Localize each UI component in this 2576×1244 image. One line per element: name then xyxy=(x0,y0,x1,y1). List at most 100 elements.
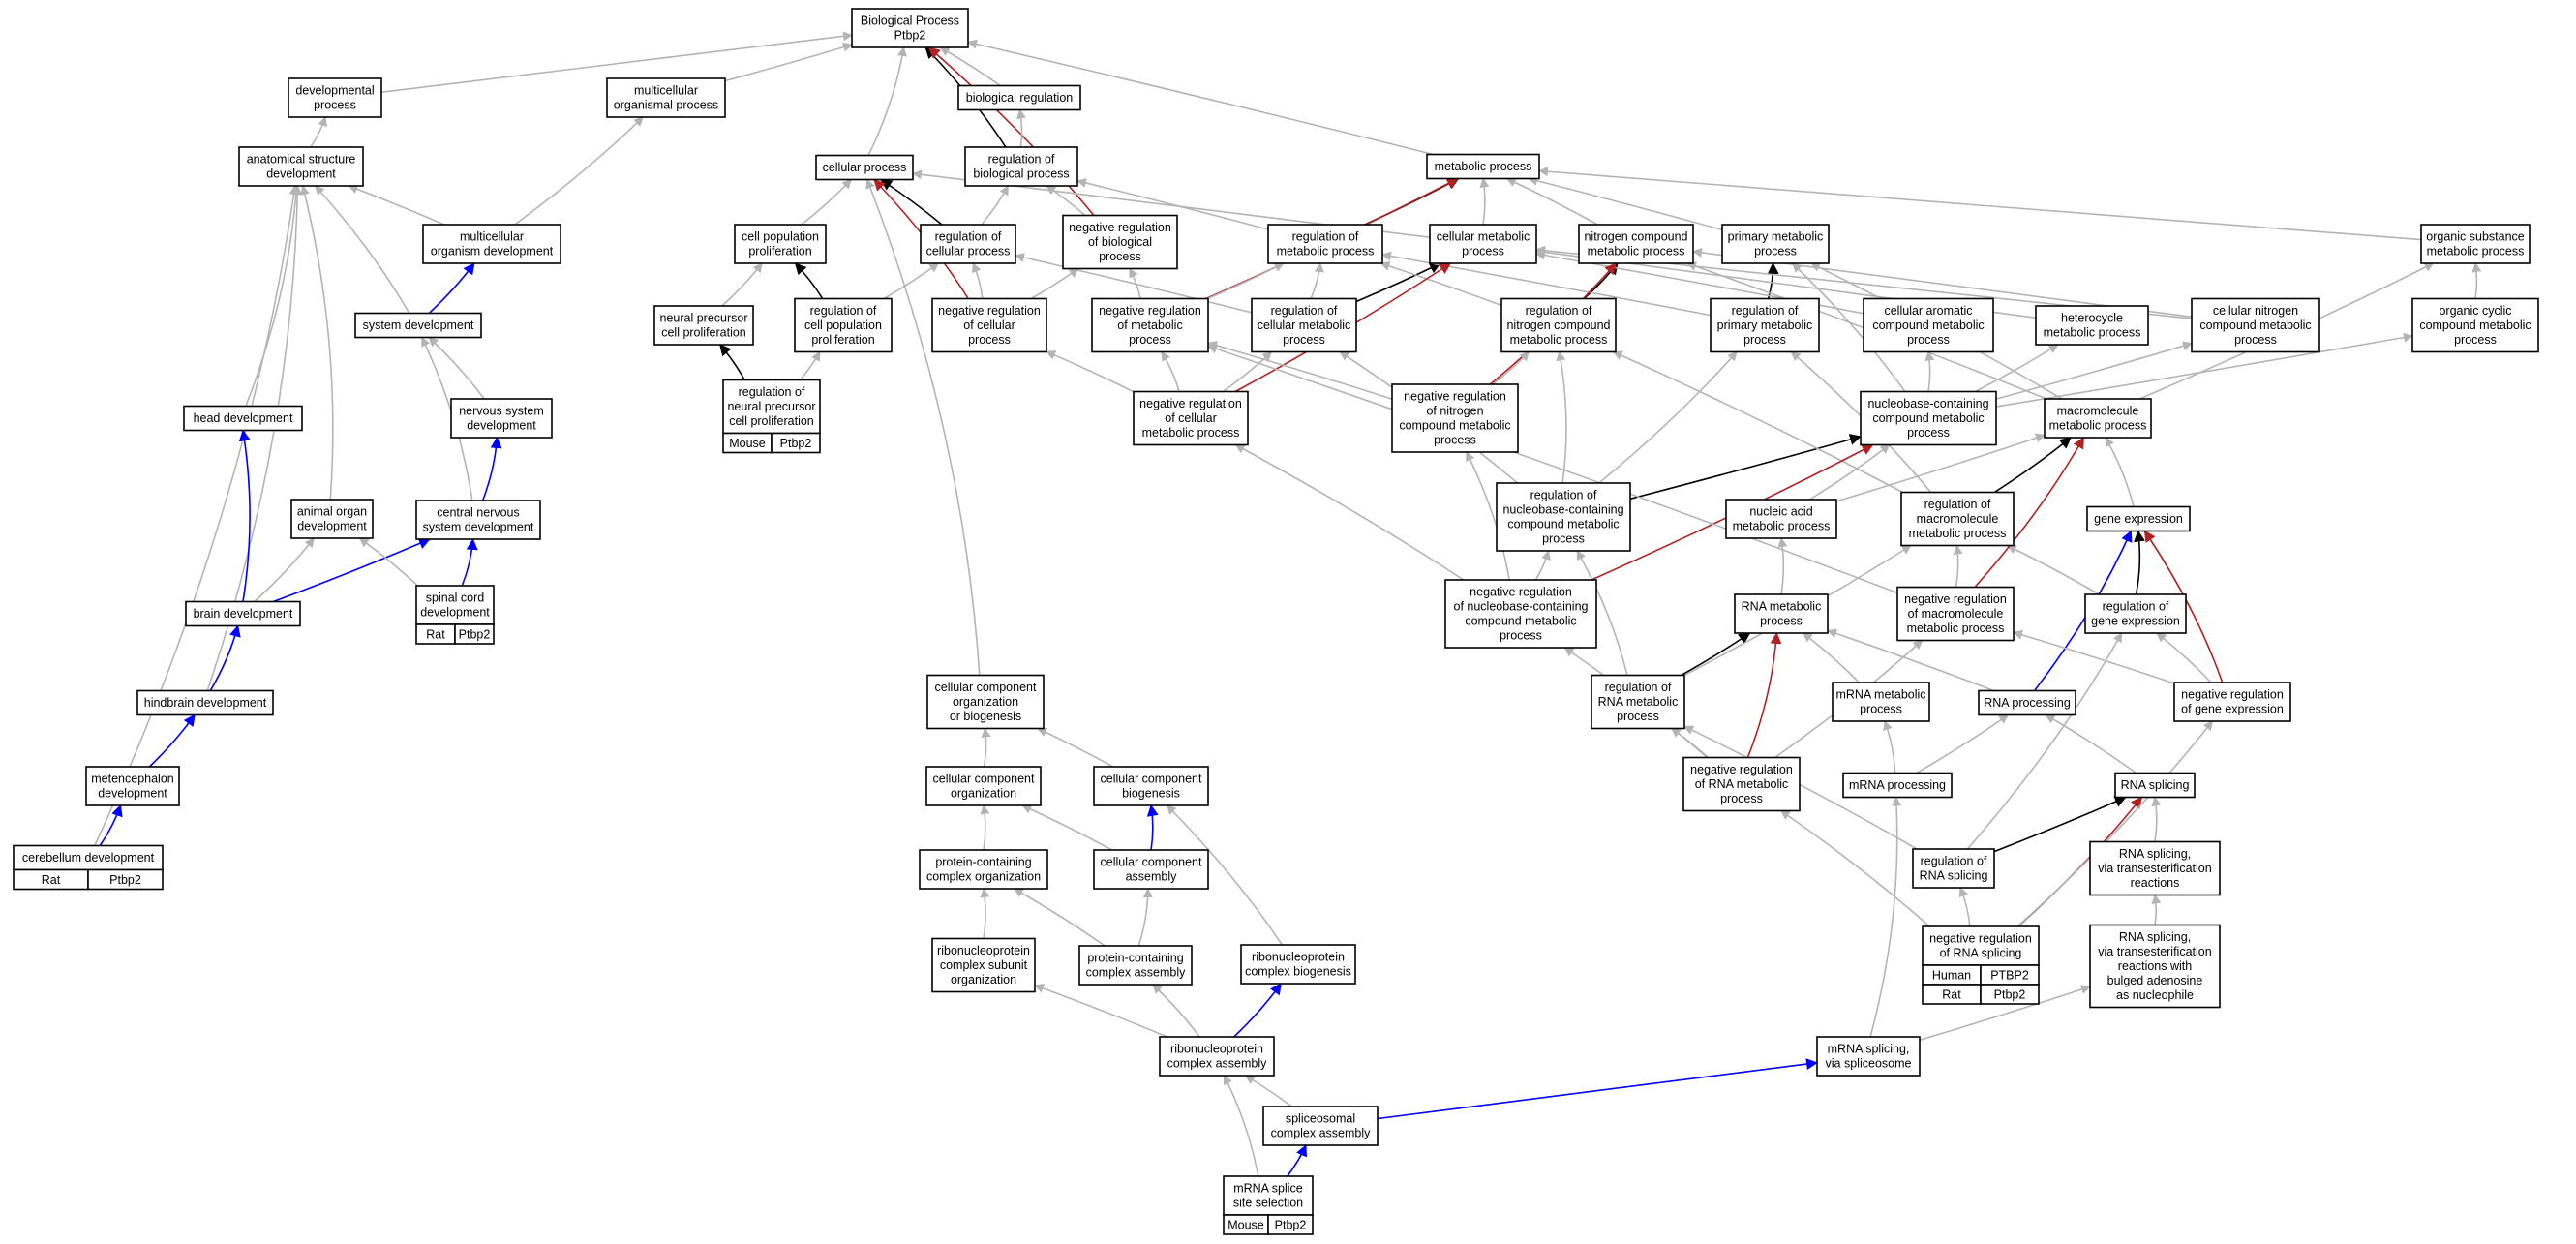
go-term-node[interactable]: RNA splicing,via transesterificationreac… xyxy=(2089,840,2221,896)
go-term-label: cellular aromatic xyxy=(1884,304,1972,318)
go-term-node[interactable]: system development xyxy=(354,312,482,339)
part-of-edge xyxy=(273,537,431,603)
go-term-node[interactable]: head development xyxy=(183,405,303,432)
go-term-box xyxy=(957,84,1081,111)
regulates-edge xyxy=(719,344,745,380)
is-a-edge xyxy=(2471,262,2482,299)
gene-label: Ptbp2 xyxy=(780,437,812,450)
go-term-label: multicellular xyxy=(460,230,524,244)
go-term-box xyxy=(1591,674,1685,730)
go-term-label: process xyxy=(2234,333,2277,347)
is-a-edge xyxy=(254,537,315,603)
go-term-label: process xyxy=(1720,792,1763,805)
go-term-node[interactable]: RNA splicing,via transesterificationreac… xyxy=(2089,924,2221,1009)
is-a-edge xyxy=(1030,267,1079,300)
go-term-node[interactable]: cellular process xyxy=(815,154,914,181)
go-term-node[interactable]: regulation ofnucleobase-containingcompou… xyxy=(1496,482,1631,552)
go-term-node[interactable]: hindbrain development xyxy=(136,689,274,716)
go-term-label: development xyxy=(420,606,490,620)
go-term-node[interactable]: mRNA processing xyxy=(1842,772,1953,799)
go-term-box xyxy=(1896,586,2015,642)
go-term-label: development xyxy=(266,167,336,181)
go-term-node[interactable]: RNA splicing xyxy=(2114,772,2196,799)
go-term-box xyxy=(1429,224,1537,264)
go-term-label: site selection xyxy=(1233,1197,1303,1210)
go-term-label: gene expression xyxy=(2094,512,2183,526)
is-a-edge xyxy=(1683,725,1918,850)
go-term-node[interactable]: gene expression xyxy=(2086,505,2191,532)
go-term-label: of cellular xyxy=(1165,411,1217,425)
go-term-node[interactable]: brain development xyxy=(185,600,301,627)
go-term-node[interactable]: RNA processing xyxy=(1978,689,2076,716)
go-term-box xyxy=(1978,689,2076,716)
go-term-label: RNA splicing xyxy=(2121,778,2190,792)
is-a-edge xyxy=(1598,350,1738,484)
go-term-node[interactable]: mRNA splicing,via spliceosome xyxy=(1816,1036,1921,1077)
go-term-node[interactable]: biological regulation xyxy=(957,84,1081,111)
go-term-node[interactable]: metabolic process xyxy=(1426,153,1540,180)
species-label: Human xyxy=(1932,969,1971,983)
go-term-label: development xyxy=(297,520,367,533)
